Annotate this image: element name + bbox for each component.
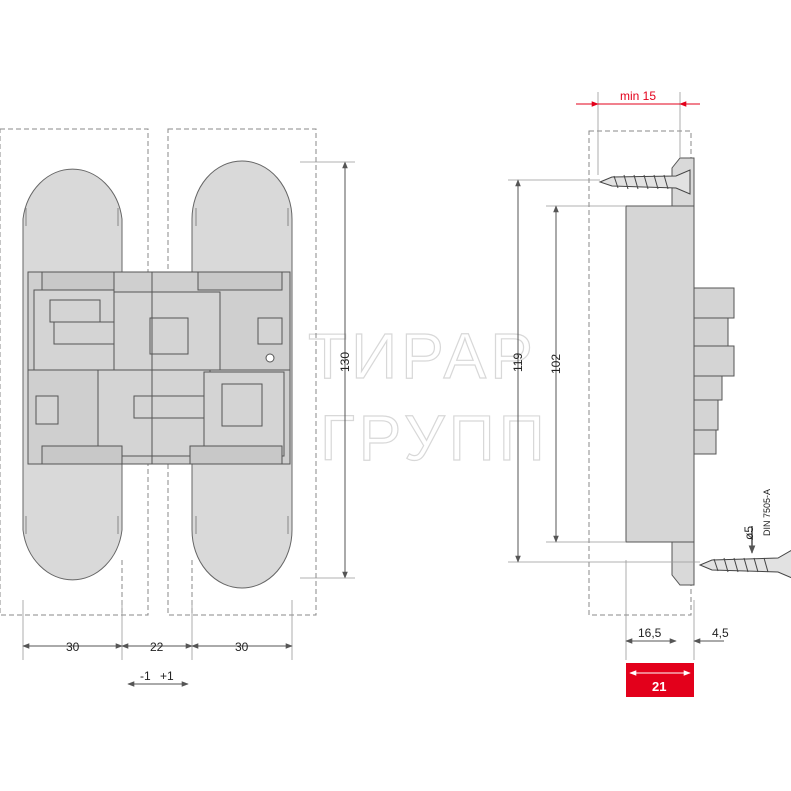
dim-adjustment: -1 +1	[127, 669, 189, 687]
side-view: ø5 DIN 7505-A 119 102 min 15	[508, 89, 791, 697]
screw-diameter-label: ø5	[742, 526, 756, 540]
hinge-body-side	[625, 205, 695, 543]
dim-adjust-minus-label: -1	[140, 669, 151, 683]
frame-outline-left	[0, 128, 149, 616]
dim-body-depth-label: 16,5	[638, 626, 662, 640]
dim-min-depth-label: min 15	[620, 89, 656, 103]
dim-depths: 16,5 4,5	[625, 560, 729, 660]
screw-bottom	[698, 549, 791, 579]
screw-standard-label: DIN 7505-A	[762, 489, 772, 536]
dim-widths	[22, 600, 293, 660]
dim-height-label: 130	[338, 352, 352, 372]
dim-adjust-plus-label: +1	[160, 669, 174, 683]
dim-right-width-label: 30	[235, 640, 249, 654]
dim-left-width-label: 30	[66, 640, 80, 654]
hinge-mechanism	[27, 271, 291, 465]
dim-height: 130	[300, 161, 355, 579]
dim-min-depth: min 15	[576, 89, 700, 175]
watermark-line-2: ГРУПП	[320, 402, 549, 474]
dim-gap-label: 22	[150, 640, 164, 654]
dim-body-height: 102	[546, 205, 626, 543]
knuckle-details	[693, 287, 735, 455]
dim-plate-thickness-label: 4,5	[712, 626, 729, 640]
dim-total-depth-box: 21	[626, 663, 694, 697]
dim-screw-spacing: 119	[508, 179, 700, 563]
dim-screw-spacing-label: 119	[511, 353, 525, 372]
dim-total-depth-label: 21	[652, 679, 666, 694]
screw-top	[598, 169, 691, 195]
front-view: 130 30 22 30 -1 +1	[0, 128, 355, 687]
dim-body-height-label: 102	[549, 354, 563, 374]
watermark: ТИРАР ГРУПП	[307, 319, 549, 474]
cup-slot-marks	[25, 208, 289, 534]
